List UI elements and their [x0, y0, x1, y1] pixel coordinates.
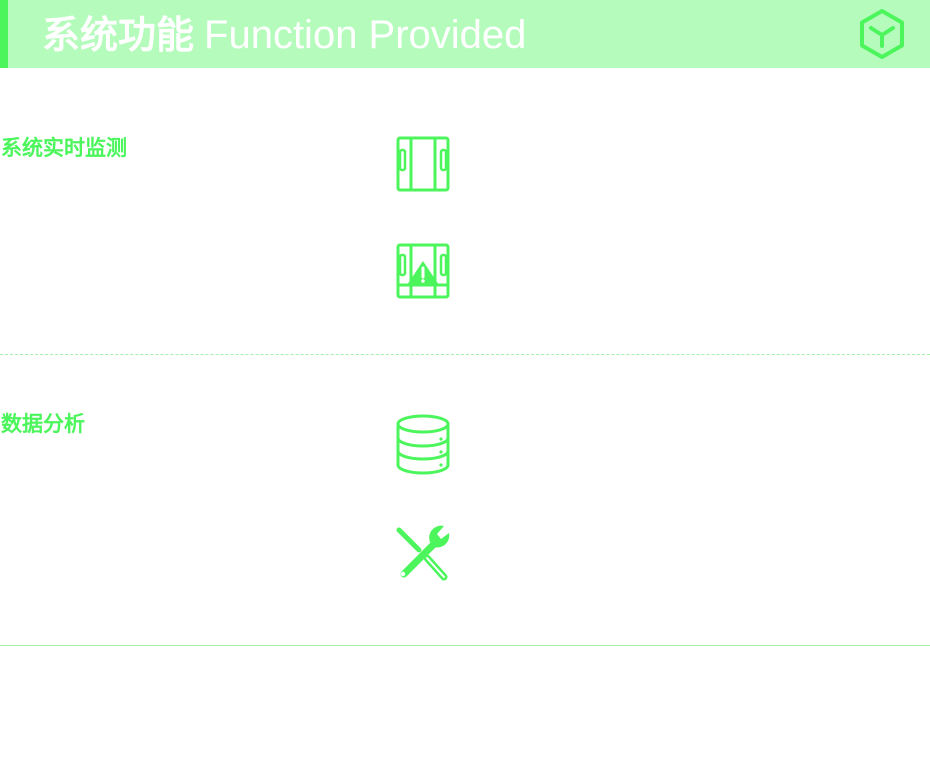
section-divider-solid	[0, 645, 930, 646]
section-divider-dashed	[0, 354, 930, 355]
database-icon[interactable]	[394, 413, 452, 475]
section-label-data-analysis: 数据分析	[1, 412, 85, 436]
section-label-realtime-monitoring: 系统实时监测	[1, 136, 127, 160]
page-title-en: Function Provided	[204, 13, 527, 57]
hexagon-y-logo-icon	[860, 9, 904, 59]
header-accent-bar	[0, 0, 8, 68]
door-panel-icon[interactable]	[394, 134, 452, 196]
page-title-cn: 系统功能	[42, 13, 195, 57]
door-warning-icon[interactable]	[394, 241, 452, 303]
tools-icon[interactable]	[394, 522, 452, 584]
